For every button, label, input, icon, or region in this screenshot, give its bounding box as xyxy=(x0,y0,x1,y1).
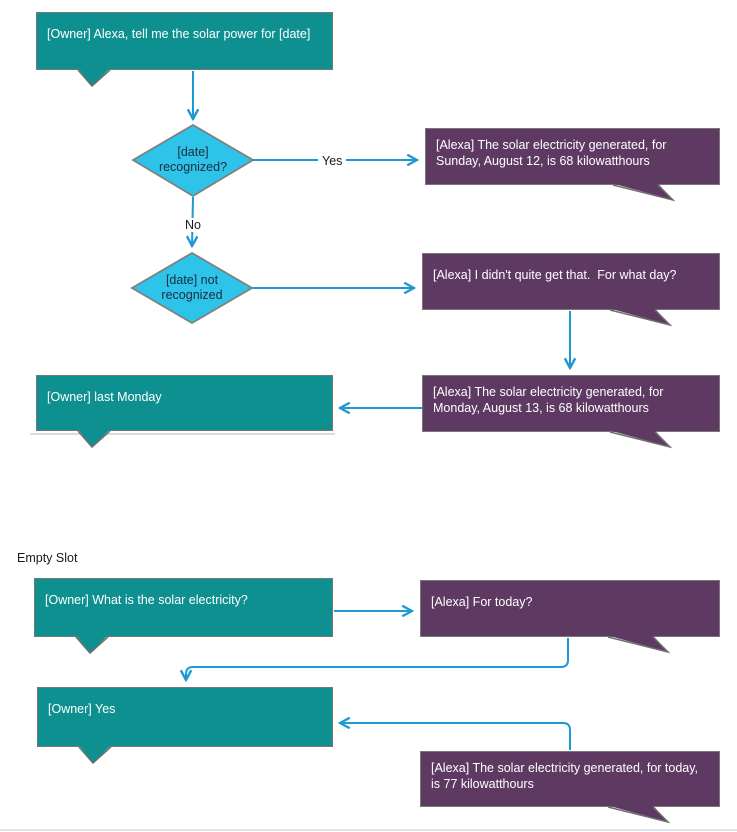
alexa-bubble-for-today: [Alexa] For today? xyxy=(420,580,720,637)
alexa-bubble-monday-answer: [Alexa] The solar electricity generated,… xyxy=(422,375,720,432)
connector-for-today-to-yes xyxy=(186,638,569,680)
owner-bubble-what-is-solar: [Owner] What is the solar electricity? xyxy=(34,578,333,637)
edge-label-yes: Yes xyxy=(318,154,347,168)
section-label-empty-slot: Empty Slot xyxy=(17,551,78,565)
decision-label-date-recognized: [date] recognized? xyxy=(158,145,228,174)
section-divider-line xyxy=(30,433,335,435)
edge-label-no: No xyxy=(181,218,205,232)
page-bottom-line xyxy=(0,829,737,831)
decision-diamond-date-not-recognized xyxy=(130,251,254,325)
decision-diamond-date-recognized xyxy=(131,123,255,198)
owner-bubble-last-monday: [Owner] last Monday xyxy=(36,375,333,431)
alexa-bubble-ask-day: [Alexa] I didn't quite get that. For wha… xyxy=(422,253,720,310)
owner-bubble-request-date: [Owner] Alexa, tell me the solar power f… xyxy=(36,12,333,70)
alexa-bubble-today-answer: [Alexa] The solar electricity generated,… xyxy=(420,751,720,807)
connector-today-answer-to-yes xyxy=(340,723,571,750)
owner-bubble-yes: [Owner] Yes xyxy=(37,687,333,747)
alexa-bubble-sunday-answer: [Alexa] The solar electricity generated,… xyxy=(425,128,720,185)
decision-label-date-not-recognized: [date] not recognized xyxy=(161,273,223,302)
